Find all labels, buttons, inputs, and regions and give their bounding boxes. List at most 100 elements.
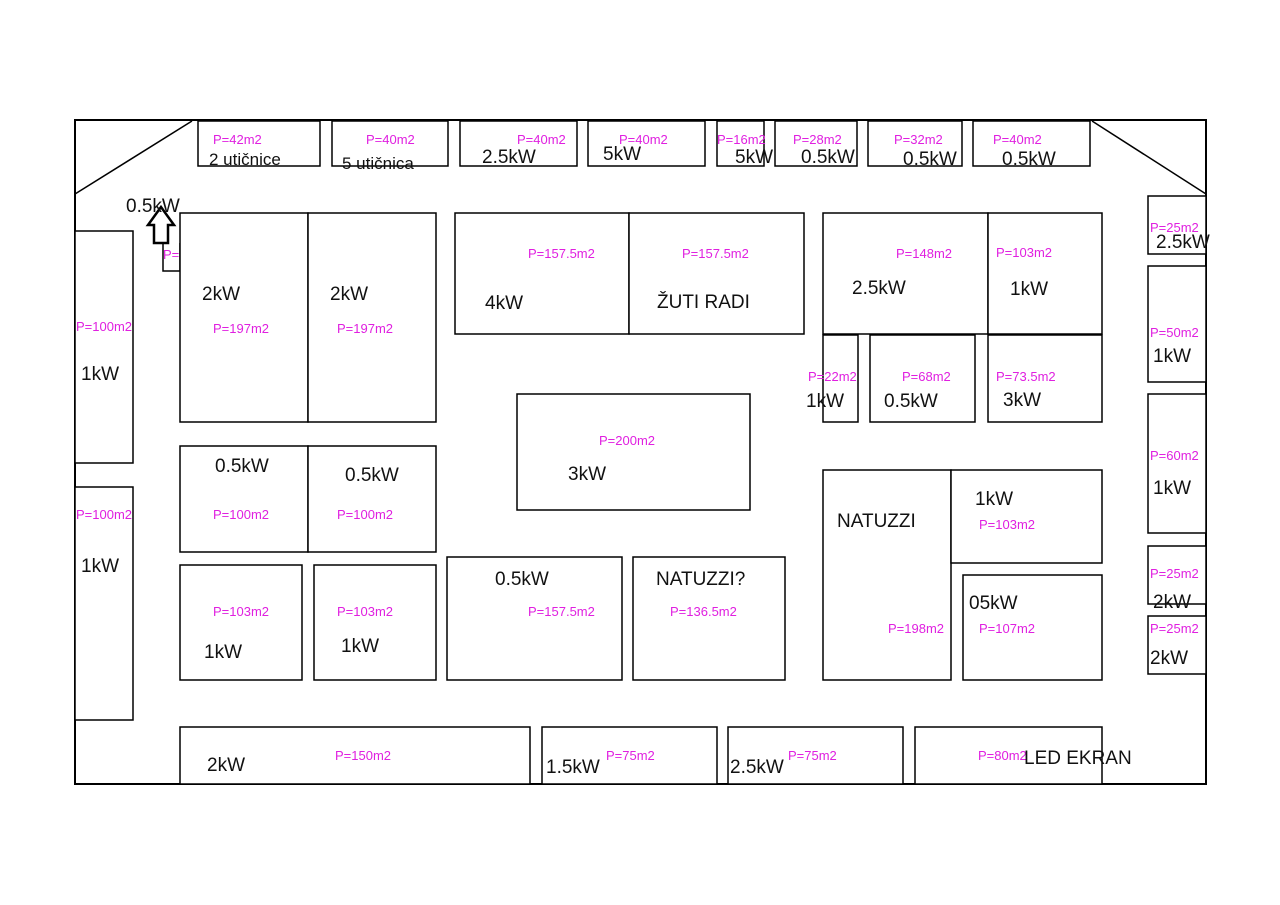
booth-label: 1kW: [806, 391, 844, 412]
booth-area: P=157.5m2: [682, 246, 749, 261]
booth-label: LED EKRAN: [1024, 748, 1132, 769]
booth-area: P=103m2: [996, 245, 1052, 260]
booth-area: P=80m2: [978, 748, 1027, 763]
booth-r3[interactable]: P=60m2 1kW: [1147, 393, 1207, 534]
booth-t8[interactable]: P=40m2 0.5kW: [972, 120, 1091, 170]
booth-area: P=107m2: [979, 621, 1035, 636]
booth-area: P=32m2: [894, 132, 943, 147]
booth-l1[interactable]: P=100m2 1kW: [74, 230, 134, 464]
booth-t7[interactable]: P=32m2 0.5kW: [867, 120, 963, 170]
booth-label: 0.5kW: [345, 465, 399, 486]
booth-area: P=42m2: [213, 132, 262, 147]
booth-label: 1kW: [1153, 346, 1191, 367]
booth-area: P=157.5m2: [528, 604, 595, 619]
booth-label: 1kW: [204, 642, 242, 663]
booth-g2[interactable]: P=103m2 1kW: [950, 469, 1103, 564]
booth-label: 0.5kW: [495, 569, 549, 590]
corner-diagonal-right: [1091, 120, 1207, 195]
booth-label: 0.5kW: [884, 391, 938, 412]
booth-area: P=40m2: [517, 132, 566, 147]
booth-g1[interactable]: P=198m2 NATUZZI: [822, 469, 952, 681]
booth-c5[interactable]: P=73.5m2 3kW: [987, 334, 1103, 423]
booth-label: 2.5kW: [852, 278, 906, 299]
booth-f1[interactable]: P=157.5m2 0.5kW: [446, 556, 623, 681]
booth-label: 1kW: [1010, 279, 1048, 300]
booth-a2[interactable]: P=197m2 2kW: [307, 212, 437, 423]
booth-label: 5kW: [603, 144, 641, 165]
booth-t6[interactable]: P=28m2 0.5kW: [774, 120, 858, 168]
booth-label: 5kW: [735, 147, 773, 168]
booth-area: P=103m2: [979, 517, 1035, 532]
booth-b1[interactable]: P=157.5m2 4kW: [454, 212, 630, 335]
booth-t1[interactable]: P=42m2 2 utičnice: [197, 120, 321, 169]
booth-r1[interactable]: P=25m2 2.5kW: [1147, 195, 1210, 255]
booth-t2[interactable]: P=40m2 5 utičnica: [331, 120, 449, 173]
booth-r5[interactable]: P=25m2 2kW: [1147, 615, 1207, 675]
booth-area: P=40m2: [619, 132, 668, 147]
booth-area: P=197m2: [337, 321, 393, 336]
booth-a1[interactable]: P=197m2 2kW: [179, 212, 309, 423]
booth-h1[interactable]: P=150m2 2kW: [179, 726, 531, 785]
booth-label: 1.5kW: [546, 757, 600, 778]
booth-area: P=198m2: [888, 621, 944, 636]
booth-label: 1kW: [81, 364, 119, 385]
booth-area: P=40m2: [993, 132, 1042, 147]
booth-area: P=75m2: [606, 748, 655, 763]
booth-label: NATUZZI?: [656, 569, 745, 590]
booth-area: P=100m2: [337, 507, 393, 522]
booth-e1[interactable]: P=103m2 1kW: [179, 564, 303, 681]
booth-label: 2.5kW: [1156, 232, 1210, 253]
booth-area: P=16m2: [717, 132, 766, 147]
booth-r2[interactable]: P=50m2 1kW: [1147, 265, 1207, 383]
booth-t4[interactable]: P=40m2 5kW: [587, 120, 706, 167]
booth-t3[interactable]: P=40m2 2.5kW: [459, 120, 578, 168]
booth-h4[interactable]: P=80m2 LED EKRAN: [914, 726, 1132, 785]
booth-label: 0.5kW: [1002, 149, 1056, 170]
booth-area: P=150m2: [335, 748, 391, 763]
booth-label: 4kW: [485, 293, 523, 314]
booth-area: P=200m2: [599, 433, 655, 448]
booth-area: P=75m2: [788, 748, 837, 763]
booth-h2[interactable]: P=75m2 1.5kW: [541, 726, 718, 785]
booth-area: P=103m2: [337, 604, 393, 619]
booth-g3[interactable]: P=107m2 05kW: [962, 574, 1103, 681]
booth-c2[interactable]: P=103m2 1kW: [987, 212, 1103, 335]
booth-d1[interactable]: P=100m2 0.5kW: [179, 445, 309, 553]
booth-area: P=100m2: [213, 507, 269, 522]
booth-label: 2 utičnice: [209, 150, 281, 169]
booth-area: P=157.5m2: [528, 246, 595, 261]
booth-d2[interactable]: P=100m2 0.5kW: [307, 445, 437, 553]
up-arrow-icon: [145, 204, 177, 245]
booth-label: 3kW: [1003, 390, 1041, 411]
booth-label: 2kW: [207, 755, 245, 776]
booth-label: 1kW: [81, 556, 119, 577]
booth-area: P=50m2: [1150, 325, 1199, 340]
booth-c3[interactable]: P=22m2 1kW: [806, 334, 859, 423]
booth-c4[interactable]: P=68m2 0.5kW: [869, 334, 976, 423]
booth-l2[interactable]: P=100m2 1kW: [74, 486, 134, 721]
booth-area: P=40m2: [366, 132, 415, 147]
booth-label: 2kW: [1150, 648, 1188, 669]
booth-label: 3kW: [568, 464, 606, 485]
booth-h3[interactable]: P=75m2 2.5kW: [727, 726, 904, 785]
entrance-power: 0.5kW: [126, 196, 180, 217]
booth-label: 2kW: [330, 284, 368, 305]
booth-label: NATUZZI: [837, 511, 916, 532]
booth-f2[interactable]: P=136.5m2 NATUZZI?: [632, 556, 786, 681]
booth-c1[interactable]: P=148m2 2.5kW: [822, 212, 989, 335]
booth-label: 2.5kW: [482, 147, 536, 168]
booth-area: P=68m2: [902, 369, 951, 384]
booth-label: 0.5kW: [903, 149, 957, 170]
booth-t5[interactable]: P=16m2 5kW: [716, 120, 773, 168]
booth-b2[interactable]: P=157.5m2 ŽUTI RADI: [628, 212, 805, 335]
booth-e2[interactable]: P=103m2 1kW: [313, 564, 437, 681]
booth-center[interactable]: P=200m2 3kW: [516, 393, 751, 511]
corner-diagonal-left: [74, 120, 193, 195]
booth-label: 0.5kW: [801, 147, 855, 168]
booth-area: P=148m2: [896, 246, 952, 261]
entrance-marker: 0.5kW: [126, 196, 180, 245]
booth-label: 1kW: [341, 636, 379, 657]
booth-label: 2kW: [1153, 592, 1191, 613]
booth-r4[interactable]: P=25m2 2kW: [1147, 545, 1207, 613]
